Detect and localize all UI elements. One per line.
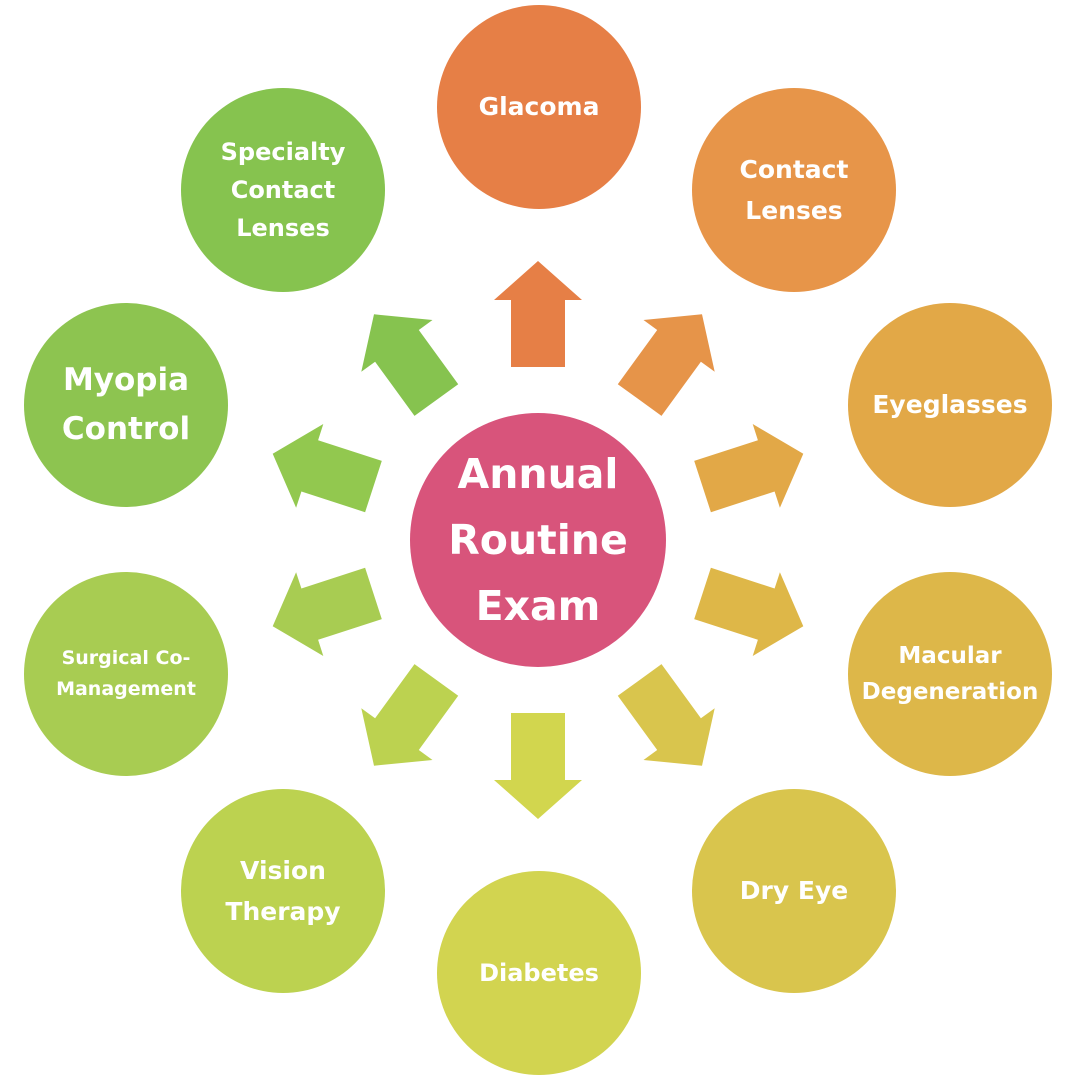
arrow-to-eyeglasses <box>694 424 804 513</box>
arrow-to-surgical <box>272 567 382 656</box>
circle-glaucoma: Glacoma <box>437 5 641 209</box>
circle-diabetes: Diabetes <box>437 871 641 1075</box>
circle-macular-degeneration: Macular Degeneration <box>848 572 1052 776</box>
label-macular-degeneration: Macular Degeneration <box>861 643 1039 705</box>
label-vision-therapy: Vision Therapy <box>225 856 341 926</box>
arrow-to-myopia <box>272 424 382 513</box>
label-myopia-control: Myopia Control <box>61 362 191 447</box>
arrow-to-specialty <box>361 314 459 416</box>
circle-surgical-co-management: Surgical Co- Management <box>24 572 228 776</box>
circle-vision-therapy: Vision Therapy <box>181 789 385 993</box>
arrow-to-vision <box>361 664 459 766</box>
label-dry-eye: Dry Eye <box>739 876 849 905</box>
arrow-to-dryeye <box>617 664 715 766</box>
circle-specialty-contact-lenses: Specialty Contact Lenses <box>181 88 385 292</box>
label-contact-lenses: Contact Lenses <box>739 155 849 225</box>
label-glaucoma: Glacoma <box>478 92 600 121</box>
center-label: Annual Routine Exam <box>448 450 628 630</box>
arrow-to-diabetes <box>494 713 582 819</box>
label-specialty-contact-lenses: Specialty Contact Lenses <box>220 138 346 242</box>
circle-eyeglasses: Eyeglasses <box>848 303 1052 507</box>
circle-dry-eye: Dry Eye <box>692 789 896 993</box>
label-eyeglasses: Eyeglasses <box>872 390 1028 419</box>
arrow-to-macular <box>694 567 804 656</box>
arrow-to-contact <box>617 314 715 416</box>
center-circle-annual-routine-exam: Annual Routine Exam <box>410 413 666 667</box>
label-surgical-co-management: Surgical Co- Management <box>56 647 196 700</box>
arrow-to-glaucoma <box>494 261 582 367</box>
circle-myopia-control: Myopia Control <box>24 303 228 507</box>
circle-contact-lenses: Contact Lenses <box>692 88 896 292</box>
label-diabetes: Diabetes <box>479 959 599 987</box>
